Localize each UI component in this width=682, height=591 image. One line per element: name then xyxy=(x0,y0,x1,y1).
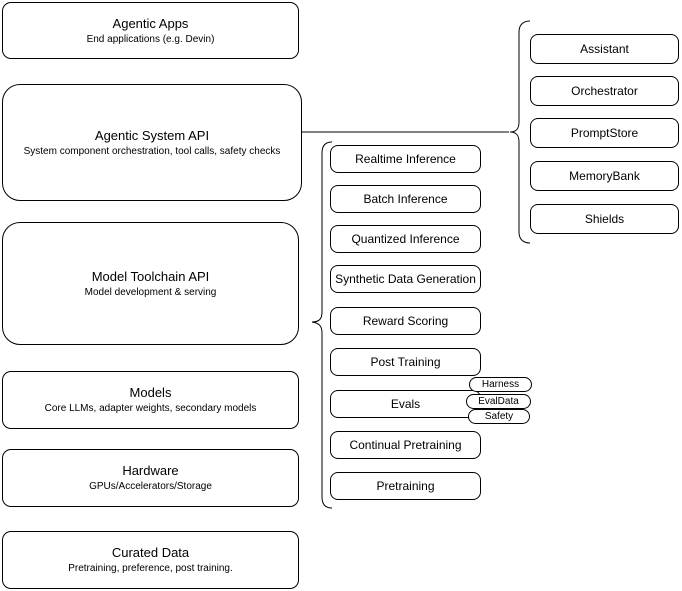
node-label: Reward Scoring xyxy=(362,314,449,328)
node-synthetic-data-generation: Synthetic Data Generation xyxy=(330,265,481,293)
node-reward-scoring: Reward Scoring xyxy=(330,307,481,335)
node-label: Quantized Inference xyxy=(351,232,460,246)
node-label: Evals xyxy=(390,397,421,411)
node-label: Realtime Inference xyxy=(355,152,456,166)
node-subtitle: Pretraining, preference, post training. xyxy=(68,563,233,574)
node-subtitle: Model development & serving xyxy=(84,286,217,298)
node-models: Models Core LLMs, adapter weights, secon… xyxy=(2,371,299,429)
node-agentic-apps: Agentic Apps End applications (e.g. Devi… xyxy=(2,2,299,59)
node-subtitle: System component orchestration, tool cal… xyxy=(23,145,281,157)
node-agentic-system-api: Agentic System API System component orch… xyxy=(2,84,302,201)
node-label: Continual Pretraining xyxy=(349,438,462,452)
node-subtitle: Core LLMs, adapter weights, secondary mo… xyxy=(44,403,257,414)
node-label: Synthetic Data Generation xyxy=(335,272,476,286)
tag-evaldata: EvalData xyxy=(466,394,531,409)
tag-label: Safety xyxy=(484,411,514,422)
node-title: Models xyxy=(129,385,172,400)
toolchain-brace xyxy=(311,141,333,509)
node-assistant: Assistant xyxy=(530,34,679,64)
node-subtitle: End applications (e.g. Devin) xyxy=(86,33,215,45)
node-promptstore: PromptStore xyxy=(530,118,679,148)
tag-safety: Safety xyxy=(468,409,530,424)
node-label: PromptStore xyxy=(570,126,639,140)
node-label: Pretraining xyxy=(376,479,435,493)
node-shields: Shields xyxy=(530,204,679,234)
tag-label: EvalData xyxy=(478,396,519,407)
node-continual-pretraining: Continual Pretraining xyxy=(330,431,481,459)
node-curated-data: Curated Data Pretraining, preference, po… xyxy=(2,531,299,589)
node-hardware: Hardware GPUs/Accelerators/Storage xyxy=(2,449,299,507)
node-post-training: Post Training xyxy=(330,348,481,376)
node-title: Agentic Apps xyxy=(112,15,189,31)
node-evals: Evals xyxy=(330,390,481,418)
node-pretraining: Pretraining xyxy=(330,472,481,500)
node-title: Hardware xyxy=(122,463,179,478)
node-label: Batch Inference xyxy=(363,192,448,206)
node-subtitle: GPUs/Accelerators/Storage xyxy=(89,481,212,492)
components-brace xyxy=(509,20,531,244)
node-batch-inference: Batch Inference xyxy=(330,185,481,213)
node-orchestrator: Orchestrator xyxy=(530,76,679,106)
node-title: Curated Data xyxy=(111,545,190,560)
tag-harness: Harness xyxy=(469,377,532,392)
node-title: Agentic System API xyxy=(94,127,210,143)
node-label: Assistant xyxy=(580,42,629,56)
node-model-toolchain-api: Model Toolchain API Model development & … xyxy=(2,222,299,345)
node-label: MemoryBank xyxy=(569,169,640,183)
node-label: Orchestrator xyxy=(571,84,638,98)
node-label: Shields xyxy=(584,212,625,226)
node-quantized-inference: Quantized Inference xyxy=(330,225,481,253)
node-realtime-inference: Realtime Inference xyxy=(330,145,481,173)
tag-label: Harness xyxy=(481,379,520,390)
node-title: Model Toolchain API xyxy=(91,268,210,284)
node-memorybank: MemoryBank xyxy=(530,161,679,191)
node-label: Post Training xyxy=(370,355,441,369)
